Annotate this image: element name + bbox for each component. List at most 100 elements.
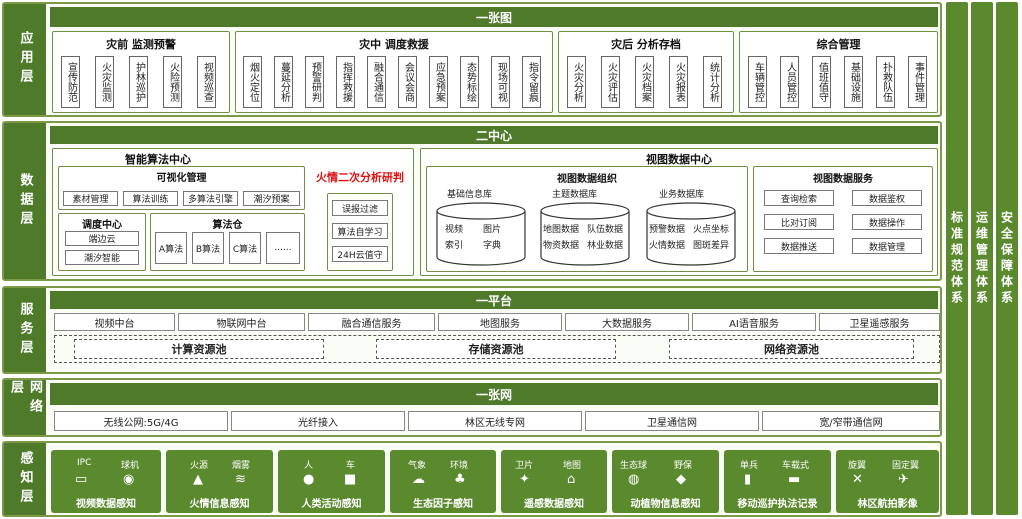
- sensing-remote[interactable]: 卫片 地图 ✦ ⌂ 遥感数据感知: [501, 450, 607, 513]
- app-item[interactable]: 视频巡查: [197, 56, 216, 108]
- service-item[interactable]: 数据鉴权: [852, 190, 922, 206]
- network-item[interactable]: 无线公网:5G/4G: [54, 411, 228, 431]
- sensing-aerial[interactable]: 旋翼 固定翼 ✕ ✈ 林区航拍影像: [836, 450, 939, 513]
- network-item[interactable]: 光纤接入: [231, 411, 405, 431]
- app-item[interactable]: 护林巡护: [129, 56, 148, 108]
- sensor-label: 气象: [408, 461, 427, 471]
- app-item[interactable]: 值班值守: [812, 56, 831, 108]
- app-item[interactable]: 应急预案: [429, 56, 448, 108]
- sensing-title: 火情信息感知: [189, 499, 250, 510]
- service-item[interactable]: 数据操作: [852, 214, 922, 230]
- fire-item[interactable]: 算法自学习: [332, 223, 388, 239]
- platform-service[interactable]: 卫星遥感服务: [819, 313, 940, 331]
- banner-two-centers: 二中心: [50, 126, 938, 144]
- standards-column: 标准规范体系: [946, 2, 968, 515]
- storage-pool[interactable]: 存储资源池: [376, 339, 616, 359]
- sensing-fire[interactable]: 火源 烟雾 ▲ ≋ 火情信息感知: [166, 450, 273, 513]
- app-item[interactable]: 火灾评估: [601, 56, 620, 108]
- satellite-icon: ✦: [519, 472, 530, 487]
- platform-service[interactable]: 地图服务: [438, 313, 562, 331]
- algorithm-warehouse-panel: 算法仓 A算法 B算法 C算法 ......: [150, 213, 305, 271]
- algorithm-item[interactable]: C算法: [229, 232, 261, 264]
- app-item[interactable]: 人员管控: [780, 56, 799, 108]
- app-group-post-disaster: 灾后 分析存档 火灾分析 火灾评估 火灾档案 火灾报表 统计分析: [558, 31, 734, 113]
- layer-label: 感知层: [4, 443, 46, 515]
- platform-service[interactable]: 融合通信服务: [308, 313, 435, 331]
- sensor-label: 火源: [190, 461, 209, 471]
- sensing-wildlife[interactable]: 生态球 野保 ◍ ◆ 动植物信息感知: [612, 450, 719, 513]
- sensing-human[interactable]: 人 车 ● ■ 人类活动感知: [278, 450, 385, 513]
- vis-item[interactable]: 算法训练: [123, 191, 178, 206]
- layer-label: 数据层: [4, 123, 46, 279]
- service-item[interactable]: 数据推送: [764, 238, 834, 254]
- sensor-label: 单兵: [740, 461, 759, 471]
- app-item[interactable]: 宣传防范: [61, 56, 80, 108]
- db-text: 火情数据: [649, 241, 686, 251]
- network-item[interactable]: 宽/窄带通信网: [762, 411, 940, 431]
- app-item[interactable]: 基础设施: [844, 56, 863, 108]
- sensor-label: IPC: [77, 458, 92, 468]
- application-layer: 应用层 一张图 灾前 监测预警 宣传防范 火灾监测 护林巡护 火险预测 视频巡查…: [2, 2, 942, 117]
- platform-service[interactable]: 大数据服务: [565, 313, 689, 331]
- app-item[interactable]: 火灾监测: [95, 56, 114, 108]
- algorithm-item[interactable]: A算法: [155, 232, 187, 264]
- app-group-pre-disaster: 灾前 监测预警 宣传防范 火灾监测 护林巡护 火险预测 视频巡查: [52, 31, 230, 113]
- app-item[interactable]: 预警研判: [305, 56, 324, 108]
- service-item[interactable]: 数据管理: [852, 238, 922, 254]
- app-item[interactable]: 火灾档案: [635, 56, 654, 108]
- vis-item[interactable]: 素材管理: [63, 191, 118, 206]
- app-item[interactable]: 火灾分析: [567, 56, 586, 108]
- app-item[interactable]: 指挥救援: [336, 56, 355, 108]
- sensing-video[interactable]: IPC 球机 ▭ ◉ 视频数据感知: [51, 450, 161, 513]
- algorithm-item[interactable]: B算法: [192, 232, 224, 264]
- platform-service[interactable]: 物联网中台: [178, 313, 305, 331]
- app-item[interactable]: 统计分析: [703, 56, 722, 108]
- db-text: 图斑差异: [693, 241, 730, 251]
- visual-management-title: 可视化管理: [156, 173, 207, 184]
- view-data-service: 视图数据服务 查询检索 数据鉴权 比对订阅 数据操作 数据推送 数据管理: [753, 166, 933, 272]
- vis-item[interactable]: 潮汐预案: [243, 191, 300, 206]
- app-item[interactable]: 蔓延分析: [274, 56, 293, 108]
- service-item[interactable]: 比对订阅: [764, 214, 834, 230]
- eco-ball-icon: ◍: [628, 472, 640, 487]
- app-item[interactable]: 会议会商: [398, 56, 417, 108]
- algorithm-item[interactable]: ......: [266, 232, 300, 264]
- dispatch-item[interactable]: 潮汐智能: [65, 250, 139, 265]
- fire-item[interactable]: 误报过滤: [332, 200, 388, 216]
- platform-service[interactable]: AI语音服务: [692, 313, 816, 331]
- db-text: 索引: [445, 241, 464, 251]
- layer-label: 服务层: [4, 288, 46, 372]
- smoke-icon: ≋: [235, 472, 246, 487]
- sensing-ecology[interactable]: 气象 环境 ☁ ♣ 生态因子感知: [390, 450, 496, 513]
- app-item[interactable]: 现场可视: [491, 56, 510, 108]
- app-item[interactable]: 火险预测: [163, 56, 182, 108]
- sensing-title: 视频数据感知: [76, 499, 136, 510]
- network-item[interactable]: 卫星通信网: [585, 411, 759, 431]
- app-item[interactable]: 烟火定位: [243, 56, 262, 108]
- app-item[interactable]: 指令留痕: [522, 56, 541, 108]
- app-item[interactable]: 火灾报表: [669, 56, 688, 108]
- sensor-label: 环境: [450, 461, 469, 471]
- service-item[interactable]: 查询检索: [764, 190, 834, 206]
- app-item[interactable]: 扑救队伍: [876, 56, 895, 108]
- network-pool[interactable]: 网络资源池: [669, 339, 914, 359]
- sensor-label: 固定翼: [892, 461, 920, 471]
- platform-service[interactable]: 视频中台: [54, 313, 175, 331]
- view-data-organization-title: 视图数据组织: [557, 174, 617, 185]
- network-item[interactable]: 林区无线专网: [408, 411, 582, 431]
- app-item[interactable]: 事件管理: [908, 56, 927, 108]
- view-data-center: 视图数据中心 视图数据组织 基础信息库 主题数据库 业务数据库 视频 图片 索引…: [420, 148, 938, 276]
- app-item[interactable]: 态势标绘: [460, 56, 479, 108]
- view-data-organization: 视图数据组织 基础信息库 主题数据库 业务数据库 视频 图片 索引 字典 地图数…: [426, 166, 748, 272]
- db-text: 物资数据: [543, 241, 580, 251]
- vis-item[interactable]: 多算法引擎: [183, 191, 238, 206]
- db-text: 火点坐标: [693, 225, 730, 235]
- db-label: 基础信息库: [447, 190, 493, 200]
- dispatch-item[interactable]: 端边云: [65, 231, 139, 246]
- app-item[interactable]: 融合通信: [367, 56, 386, 108]
- app-item[interactable]: 车辆管控: [748, 56, 767, 108]
- fire-item[interactable]: 24H云值守: [332, 246, 388, 262]
- sensing-patrol[interactable]: 单兵 车载式 ▮ ▬ 移动巡护执法记录: [724, 450, 831, 513]
- compute-pool[interactable]: 计算资源池: [74, 339, 324, 359]
- layer-label: 网络层: [4, 380, 46, 435]
